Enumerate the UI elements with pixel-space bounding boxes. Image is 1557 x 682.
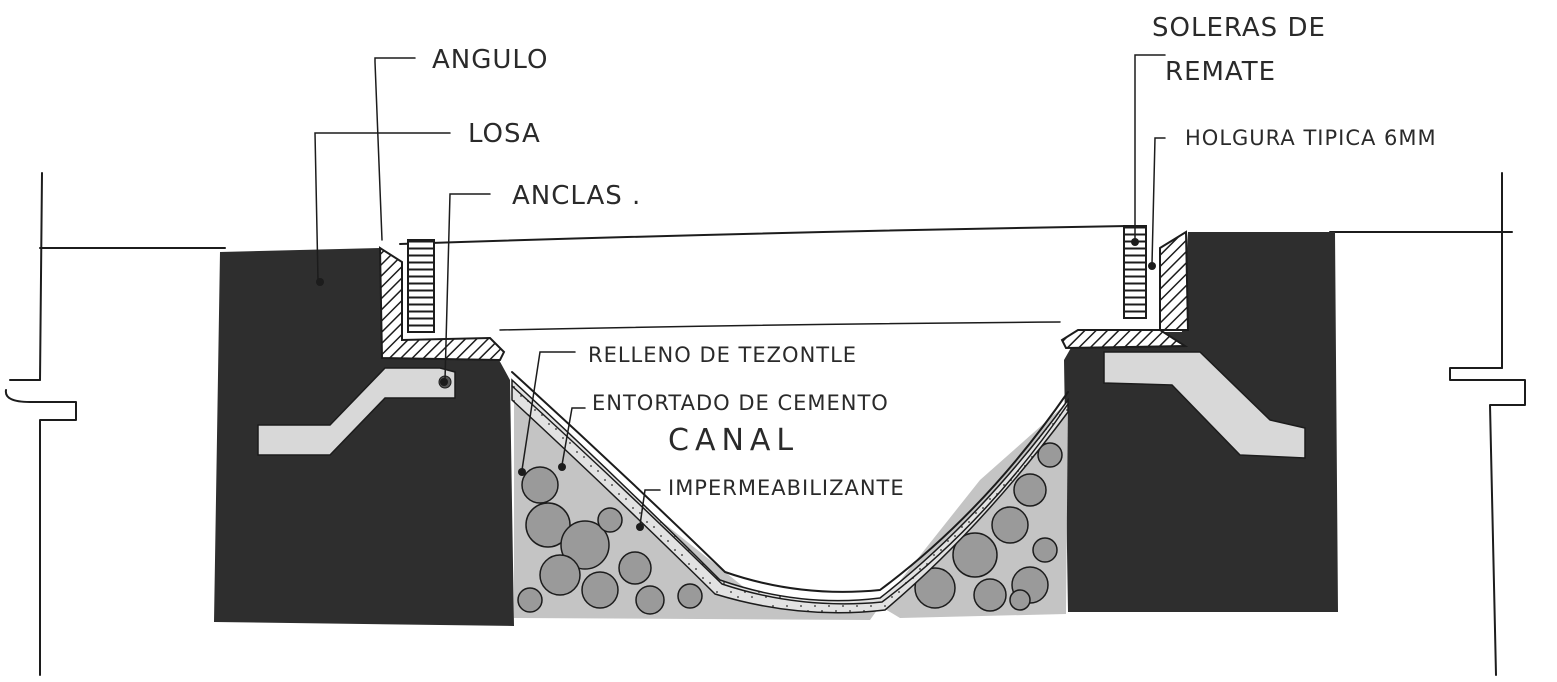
label-anclas: ANCLAS . [512, 181, 641, 211]
right-slab-block [1064, 232, 1338, 612]
left-angle [378, 239, 506, 362]
label-losa: LOSA [468, 119, 541, 149]
ground-lines [39, 225, 1513, 331]
leader-losa [314, 132, 451, 286]
leader-angulo [374, 57, 416, 241]
leader-soleras [1131, 54, 1166, 246]
leader-entortado [558, 407, 586, 471]
leader-anclas [440, 193, 491, 386]
tezontle-stones [517, 442, 1063, 615]
label-impermeabilizante: IMPERMEABILIZANTE [668, 476, 905, 500]
label-relleno: RELLENO DE TEZONTLE [588, 343, 857, 367]
label-soleras-line2: REMATE [1165, 57, 1276, 87]
channel-fill-left [514, 392, 880, 620]
leader-relleno [518, 351, 576, 476]
right-angle [1060, 225, 1190, 350]
right-wall-outline [1449, 172, 1526, 676]
label-entortado: ENTORTADO DE CEMENTO [592, 391, 889, 415]
label-soleras-line1: SOLERAS DE [1152, 13, 1326, 43]
label-canal: CANAL [668, 423, 799, 458]
left-wall-outline [4, 172, 77, 676]
leader-impermeabilizante [636, 489, 661, 531]
label-holgura: HOLGURA TIPICA 6MM [1185, 126, 1437, 150]
leader-holgura [1148, 137, 1166, 270]
waterproofing-line [511, 371, 1069, 605]
left-slab-block [214, 248, 514, 626]
label-angulo: ANGULO [432, 45, 548, 75]
cement-layer [511, 378, 1069, 614]
